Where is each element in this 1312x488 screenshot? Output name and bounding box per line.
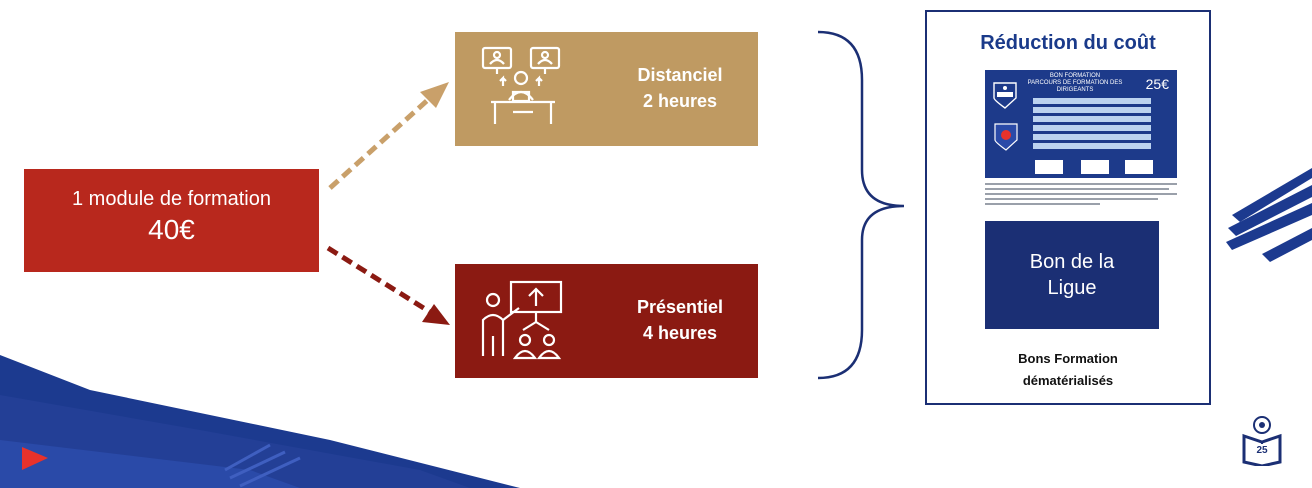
voucher-stamp (1081, 160, 1109, 174)
remote-training-icon (481, 46, 561, 124)
grouping-brace (817, 30, 905, 380)
page-number-badge: 25 (1240, 414, 1284, 468)
voucher-field (1033, 143, 1151, 149)
voucher-field (1033, 116, 1151, 122)
presentiel-duration: 4 heures (642, 323, 718, 343)
distanciel-duration: 2 heures (642, 91, 718, 111)
voucher-field (1033, 98, 1151, 104)
module-price: 40€ (148, 214, 195, 245)
voucher-title-line3: DIRIGEANTS (1056, 87, 1094, 93)
page-number: 25 (1256, 445, 1268, 456)
voucher-stamp (1125, 160, 1153, 174)
voucher-field (1033, 134, 1151, 140)
voucher-price: 25€ (1145, 76, 1169, 92)
arrow-to-presentiel (326, 245, 450, 325)
distanciel-box: Distanciel 2 heures (455, 32, 758, 146)
bon-ligue-box: Bon de la Ligue (985, 221, 1159, 329)
book-ball-icon (1242, 416, 1282, 468)
voucher-fine-print (985, 180, 1177, 205)
bons-formation-label: Bons Formation dématérialisés (927, 348, 1209, 392)
arrow-to-distanciel (328, 82, 449, 190)
voucher-image: BON FORMATION PARCOURS DE FORMATION DES … (985, 70, 1177, 178)
voucher-field (1033, 107, 1151, 113)
league-logo (994, 123, 1018, 151)
classroom-presentation-icon (481, 280, 563, 360)
bons-formation-line2: dématérialisés (1022, 373, 1114, 388)
cost-reduction-title: Réduction du coût (980, 32, 1156, 54)
presentiel-title: Présentiel (636, 297, 724, 317)
distanciel-title: Distanciel (637, 65, 723, 85)
fff-logo (993, 82, 1017, 109)
bon-ligue-line2: Ligue (1047, 277, 1097, 299)
module-box: 1 module de formation 40€ (24, 169, 319, 272)
voucher-title-line2: PARCOURS DE FORMATION DES (1027, 80, 1123, 86)
voucher-stamp (1035, 160, 1063, 174)
bon-ligue-line1: Bon de la (1029, 251, 1115, 273)
presentiel-box: Présentiel 4 heures (455, 264, 758, 378)
voucher-title-line1: BON FORMATION (1049, 73, 1101, 79)
bons-formation-line1: Bons Formation (1018, 351, 1118, 366)
cost-reduction-panel: Réduction du coût BON FORMATION PARCOURS… (925, 10, 1211, 405)
voucher-field (1033, 125, 1151, 131)
module-label: 1 module de formation (71, 188, 271, 210)
